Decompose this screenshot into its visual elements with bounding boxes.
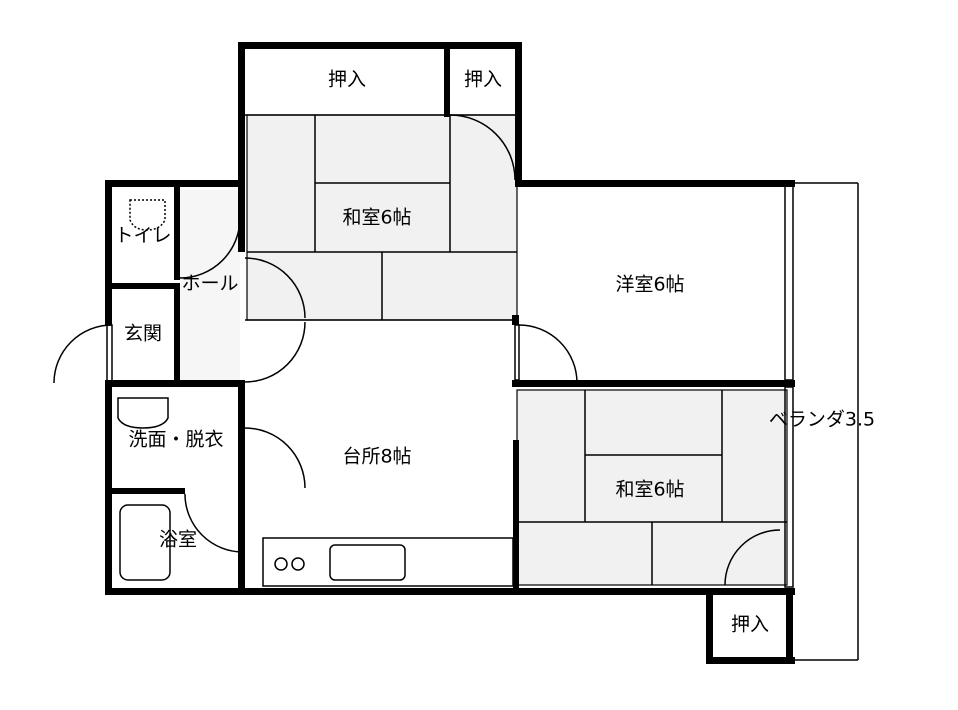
washroom-label: 洗面・脱衣 [128,429,223,451]
yoshitsu-label: 洋室6帖 [615,274,684,296]
closet-top-right-label: 押入 [464,69,502,91]
tatami-top [246,114,518,321]
washitsu-top-label: 和室6帖 [342,207,411,229]
hall-floor [180,190,240,382]
thin-lines [53,114,859,661]
walls [105,42,795,664]
veranda-label: ベランダ3.5 [769,409,875,431]
entrance-label: 玄関 [124,323,162,345]
toilet-label: トイレ [114,225,171,247]
closet-bottom-label: 押入 [731,614,769,636]
fixtures [117,199,514,587]
kitchen-label: 台所8帖 [342,446,411,468]
closet-top-left-label: 押入 [328,69,366,91]
hall-label: ホール [181,273,238,295]
washitsu-bottom-label: 和室6帖 [615,479,684,501]
bath-label: 浴室 [159,529,197,551]
